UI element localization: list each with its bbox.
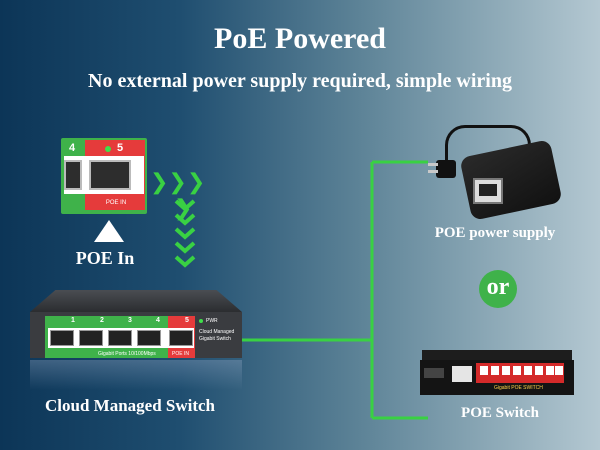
ethernet-port-icon	[79, 330, 103, 346]
ethernet-port-icon	[108, 330, 132, 346]
chevron-right-icon: ❯❯❯	[150, 170, 206, 195]
switch-brand-line1: Cloud Managed	[199, 329, 235, 335]
chevron-down-icon	[174, 255, 196, 268]
chevron-down-icon	[174, 227, 196, 240]
status-led-icon	[105, 146, 111, 152]
switch-label: Cloud Managed Switch	[44, 396, 216, 415]
sfp-port-icon	[424, 368, 444, 378]
page-subtitle: No external power supply required, simpl…	[88, 70, 512, 92]
chevron-down-icon	[174, 199, 196, 212]
ethernet-port-icon	[555, 366, 563, 375]
switch-port-number: 1	[71, 317, 75, 324]
pwr-label: PWR	[206, 318, 218, 324]
ethernet-port-icon	[524, 366, 532, 375]
switch-port-number: 4	[156, 317, 160, 324]
switch-brand-line2: Gigabit Switch	[199, 336, 231, 342]
switch-port-number: 5	[185, 317, 189, 324]
poe-switch-front-text: Gigabit POE SWITCH	[494, 385, 543, 391]
ethernet-port-icon	[479, 184, 497, 196]
chevron-down-icon	[174, 213, 196, 226]
ethernet-port-icon	[137, 330, 161, 346]
uplink-port-icon	[452, 366, 472, 382]
poe-switch-top	[422, 350, 572, 360]
ethernet-port-icon	[502, 366, 510, 375]
page-title: PoE Powered	[214, 22, 386, 55]
ethernet-port-icon	[535, 366, 543, 375]
power-supply-label: POE power supply	[434, 225, 556, 241]
ethernet-port-icon	[64, 160, 82, 190]
switch-reflection	[30, 360, 242, 390]
ethernet-port-icon	[480, 366, 488, 375]
ethernet-port-icon	[546, 366, 554, 375]
port-number-left: 4	[69, 142, 76, 154]
ethernet-port-icon	[513, 366, 521, 375]
chevron-down-icon	[174, 241, 196, 254]
port-caption: POE IN	[105, 200, 127, 206]
poe-switch-label: POE Switch	[461, 405, 539, 421]
ethernet-port-icon	[50, 330, 74, 346]
poe-in-port-zoom: 4 5 POE IN	[61, 138, 147, 214]
switch-port-number: 3	[128, 317, 132, 324]
switch-poe-in-text: POE IN	[172, 351, 189, 357]
plug-prong	[428, 163, 438, 166]
switch-front-text: Gigabit Ports 10/100Mbps	[98, 351, 156, 357]
power-plug-icon	[436, 160, 456, 178]
ethernet-port-icon	[89, 160, 131, 190]
poe-in-label: POE In	[75, 248, 135, 268]
pwr-led-icon	[199, 319, 203, 323]
switch-top	[30, 290, 242, 312]
chevron-down-stack	[174, 199, 196, 268]
up-arrow-icon	[94, 220, 124, 242]
port-number-right: 5	[117, 142, 124, 154]
or-badge: or	[479, 270, 517, 308]
plug-prong	[428, 170, 438, 173]
ethernet-port-icon	[169, 330, 193, 346]
switch-port-number: 2	[100, 317, 104, 324]
ethernet-port-icon	[491, 366, 499, 375]
